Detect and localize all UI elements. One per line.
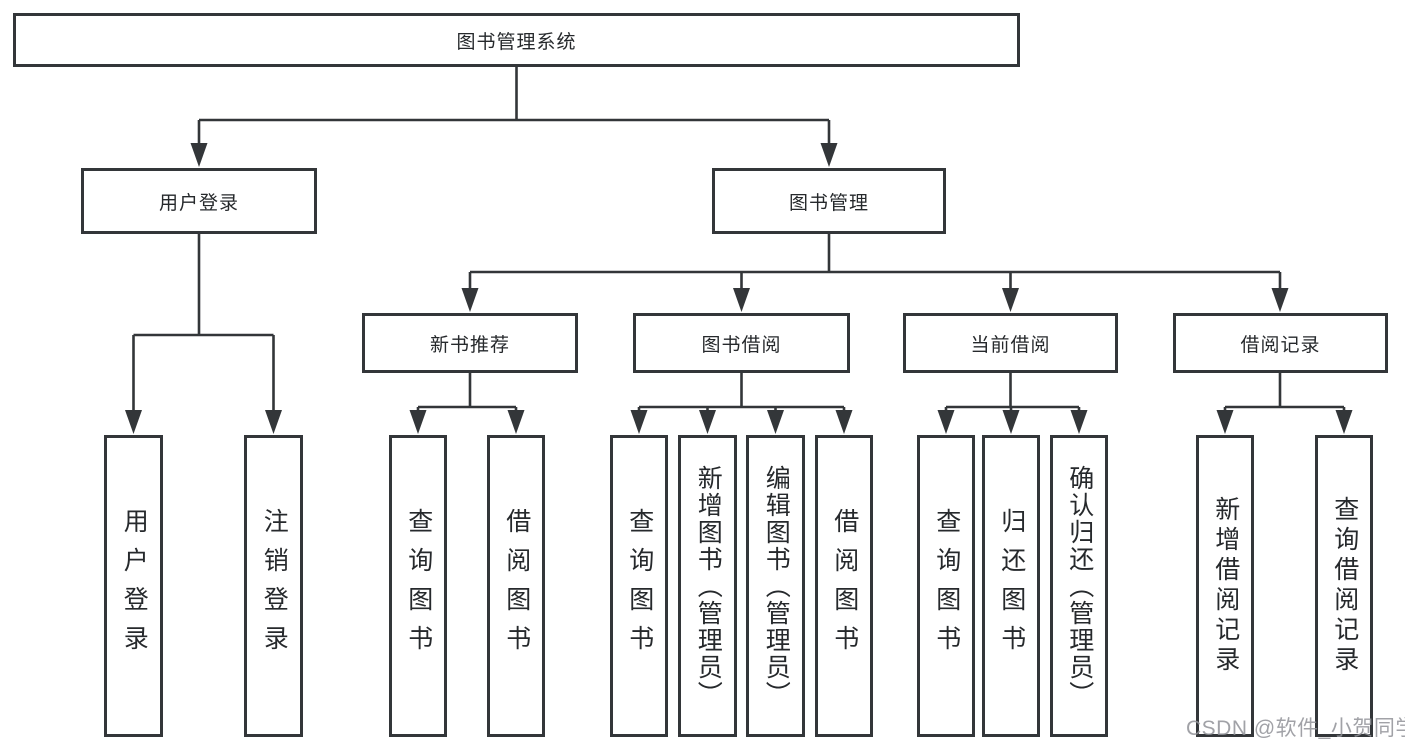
node-new-book-recommend: 新书推荐 [362, 313, 578, 373]
node-user-login: 用户登录 [81, 168, 317, 234]
leaf-borrow-query-books: 查询图书 [610, 435, 668, 737]
node-label: 当前借阅 [970, 334, 1051, 356]
watermark: CSDN @软件_小贺同学 [1186, 717, 1405, 740]
node-borrowing-records: 借阅记录 [1173, 313, 1388, 373]
leaf-label: 注销登录 [260, 508, 289, 664]
leaf-current-query-books: 查询图书 [917, 435, 975, 737]
leaf-label: 编辑图书（管理员） [762, 464, 791, 708]
leaf-label: 确认归还（管理员） [1065, 464, 1094, 708]
leaf-label: 查询图书 [932, 508, 961, 664]
leaf-label: 借阅图书 [502, 508, 531, 664]
leaf-query-borrow-record: 查询借阅记录 [1315, 435, 1373, 737]
leaf-label: 归还图书 [997, 508, 1026, 664]
node-current-borrowing: 当前借阅 [903, 313, 1118, 373]
leaf-add-borrow-record: 新增借阅记录 [1196, 435, 1254, 737]
leaf-add-book-admin: 新增图书（管理员） [678, 435, 737, 737]
node-label: 用户登录 [158, 192, 239, 214]
node-root: 图书管理系统 [13, 13, 1020, 67]
leaf-label: 用户登录 [120, 508, 149, 664]
node-label: 图书管理系统 [456, 31, 577, 53]
leaf-return-books: 归还图书 [982, 435, 1040, 737]
node-book-borrowing: 图书借阅 [633, 313, 850, 373]
leaf-label: 新增借阅记录 [1211, 496, 1240, 676]
leaf-label: 新增图书（管理员） [694, 464, 723, 708]
leaf-borrow-books: 借阅图书 [815, 435, 873, 737]
leaf-edit-book-admin: 编辑图书（管理员） [746, 435, 805, 737]
leaf-label: 查询图书 [625, 508, 654, 664]
leaf-label: 查询借阅记录 [1330, 496, 1359, 676]
leaf-user-login: 用户登录 [104, 435, 163, 737]
leaf-confirm-return-admin: 确认归还（管理员） [1050, 435, 1108, 737]
leaf-label: 借阅图书 [830, 508, 859, 664]
leaf-recommend-borrow-books: 借阅图书 [487, 435, 545, 737]
node-label: 借阅记录 [1240, 334, 1321, 356]
leaf-recommend-query-books: 查询图书 [389, 435, 447, 737]
node-label: 图书借阅 [701, 334, 782, 356]
leaf-logout: 注销登录 [244, 435, 303, 737]
leaf-label: 查询图书 [404, 508, 433, 664]
node-book-management: 图书管理 [712, 168, 946, 234]
node-label: 新书推荐 [429, 334, 510, 356]
node-label: 图书管理 [788, 192, 869, 214]
